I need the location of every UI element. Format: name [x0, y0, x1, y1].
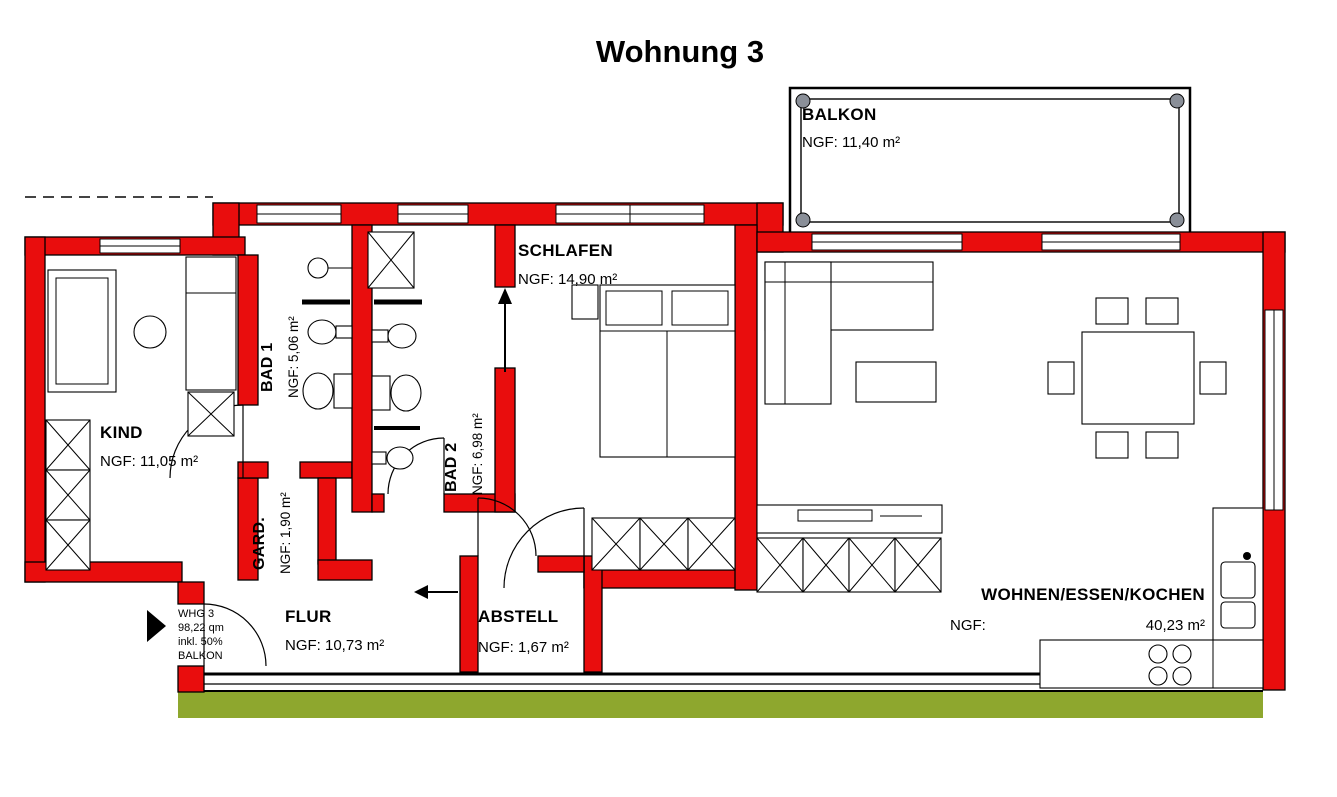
room-area-abstell: NGF: 1,67 m²: [478, 639, 569, 656]
living-furniture: [756, 261, 1264, 689]
room-label-flur: FLUR NGF: 10,73 m²: [285, 607, 384, 654]
room-name-wohnen: WOHNEN/ESSEN/KOCHEN: [981, 585, 1205, 604]
abstell-door: [477, 497, 537, 557]
bad2-fixtures: [367, 231, 422, 470]
window-icon: [1264, 309, 1284, 511]
chair: [1047, 361, 1075, 395]
dining-table: [1081, 331, 1195, 425]
balcony-post-icon: [1169, 93, 1185, 109]
schlafen-door: [503, 507, 585, 589]
balcony-post-icon: [795, 93, 811, 109]
kind-bed: [185, 256, 237, 391]
window-icon: [555, 204, 705, 224]
room-label-schlafen: SCHLAFEN NGF: 14,90 m²: [518, 241, 617, 288]
room-label-balkon: BALKON NGF: 11,40 m²: [802, 105, 900, 151]
kind-furniture: [45, 256, 237, 571]
shower-sink-icon: [371, 446, 414, 470]
balcony-post-icon: [795, 212, 811, 228]
desk: [47, 269, 117, 393]
chair: [1199, 361, 1227, 395]
coffee-table: [855, 361, 937, 403]
room-area-flur: NGF: 10,73 m²: [285, 637, 384, 654]
room-area-kind: NGF: 11,05 m²: [100, 453, 198, 470]
kitchen-sink-icon: [1220, 552, 1256, 629]
room-label-wohnen: WOHNEN/ESSEN/KOCHEN NGF: 40,23 m²: [950, 585, 1205, 634]
boiler-icon: [307, 257, 352, 279]
washing-machine-icon: [367, 231, 415, 289]
chair: [1095, 297, 1129, 325]
entrance-door: [203, 603, 267, 667]
sink-icon: [371, 323, 417, 349]
unit-marker-line1: WHG 3: [178, 608, 214, 620]
unit-marker-line3: inkl. 50%: [178, 636, 223, 648]
room-area-label-wohnen: NGF:: [950, 617, 986, 634]
sofa: [764, 261, 934, 405]
kind-wardrobe: [45, 419, 91, 571]
room-name-bad1: BAD 1: [259, 342, 276, 392]
unit-marker-line2: 98,22 qm: [178, 622, 224, 634]
room-label-bad1: BAD 1 NGF: 5,06 m²: [259, 316, 301, 398]
windows: [99, 204, 1284, 511]
room-label-bad2: BAD 2 NGF: 6,98 m²: [443, 413, 485, 495]
stove-icon: [1148, 644, 1192, 686]
toilet-icon: [371, 374, 422, 412]
room-label-gard: GARD. NGF: 1,90 m²: [251, 492, 293, 574]
plan-title: Wohnung 3: [596, 34, 764, 69]
room-name-schlafen: SCHLAFEN: [518, 241, 613, 260]
room-area-value-wohnen: 40,23 m²: [1146, 617, 1205, 634]
room-name-kind: KIND: [100, 423, 143, 442]
room-area-balkon: NGF: 11,40 m²: [802, 134, 900, 151]
room-label-abstell: ABSTELL NGF: 1,67 m²: [478, 607, 569, 656]
unit-marker-line4: BALKON: [178, 650, 223, 662]
chair: [1145, 297, 1179, 325]
window-icon: [397, 204, 469, 224]
kind-cabinet: [187, 391, 235, 437]
living-wardrobe: [756, 537, 942, 593]
room-name-balkon: BALKON: [802, 105, 877, 124]
chair: [1095, 431, 1129, 459]
room-area-bad1: NGF: 5,06 m²: [286, 316, 301, 398]
sideboard: [756, 504, 943, 534]
schlafen-furniture: [571, 284, 736, 571]
window-icon: [99, 238, 181, 254]
window-icon: [811, 233, 963, 251]
room-area-bad2: NGF: 6,98 m²: [470, 413, 485, 495]
window-icon: [1041, 233, 1181, 251]
room-name-gard: GARD.: [251, 517, 268, 570]
schlafen-sliding-door-arrow-icon: [498, 288, 512, 372]
shower-partitions: [302, 299, 422, 430]
room-area-gard: NGF: 1,90 m²: [278, 492, 293, 574]
balcony-post-icon: [1169, 212, 1185, 228]
chair: [1145, 431, 1179, 459]
unit-marker-arrow-icon: [147, 610, 166, 642]
double-bed: [599, 284, 736, 458]
room-name-bad2: BAD 2: [443, 442, 460, 492]
room-area-schlafen: NGF: 14,90 m²: [518, 271, 617, 288]
lawn-strip: [178, 691, 1263, 718]
sink-icon: [307, 319, 353, 345]
room-name-flur: FLUR: [285, 607, 332, 626]
nightstand: [571, 284, 599, 320]
room-name-abstell: ABSTELL: [478, 607, 558, 626]
window-icon: [256, 204, 342, 224]
bedroom-wardrobe: [591, 517, 736, 571]
bad1-fixtures: [302, 257, 353, 410]
unit-marker: WHG 3 98,22 qm inkl. 50% BALKON: [147, 608, 224, 662]
dining-set: [1047, 297, 1227, 459]
toilet-icon: [302, 372, 353, 410]
entrance-direction-arrow-icon: [414, 585, 458, 599]
room-label-kind: KIND NGF: 11,05 m²: [100, 423, 198, 470]
desk-chair: [133, 315, 167, 349]
